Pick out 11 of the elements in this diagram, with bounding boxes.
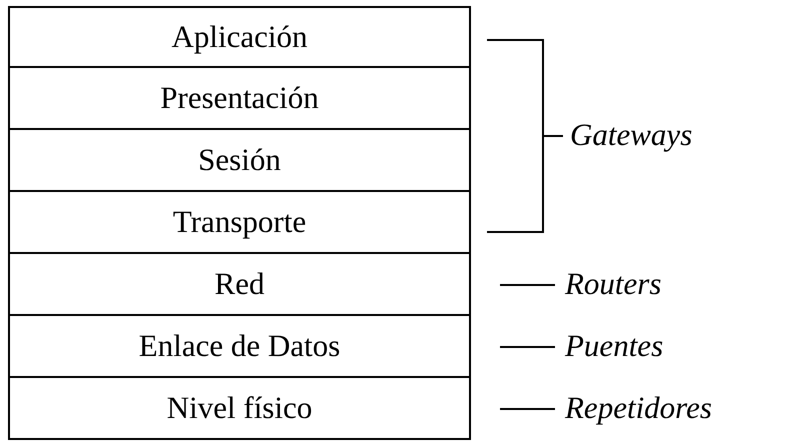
session-layer-box: Sesión [8,128,471,192]
network-layer-box: Red [8,252,471,316]
data-link-layer-box: Enlace de Datos [8,314,471,378]
routers-label: Routers [565,267,662,301]
gateways-label: Gateways [570,118,692,152]
transport-layer-box: Transporte [8,190,471,254]
repeaters-label: Repetidores [565,391,712,425]
presentation-layer-box: Presentación [8,66,471,130]
physical-layer-box: Nivel físico [8,376,471,440]
application-layer-box: Aplicación [8,6,471,68]
bridges-label: Puentes [565,329,664,363]
